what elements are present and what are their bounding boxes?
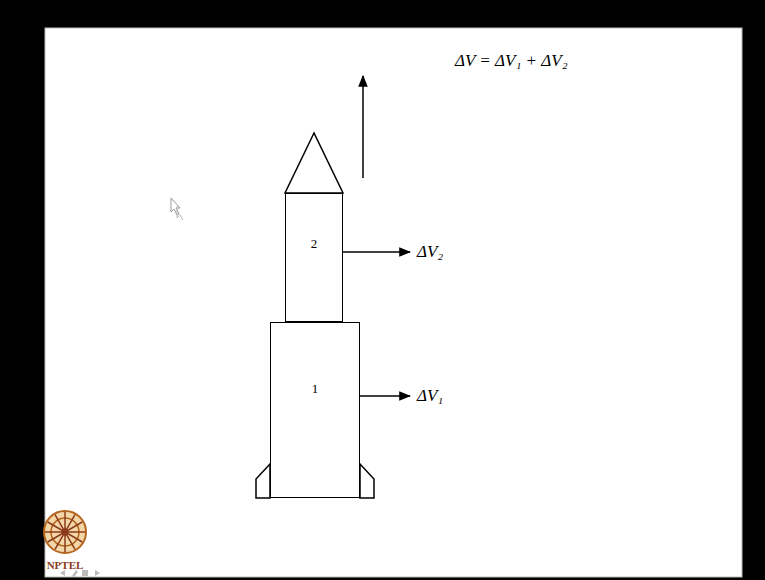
slide-ground bbox=[45, 28, 742, 577]
nose-cone bbox=[285, 133, 343, 193]
stage-number: 1 bbox=[271, 381, 359, 397]
left-fin bbox=[256, 464, 270, 498]
lower-stage: 1 bbox=[270, 322, 360, 498]
nptel-logo bbox=[44, 511, 86, 553]
leader-arrow bbox=[335, 251, 410, 253]
thrust-arrow bbox=[362, 76, 364, 178]
delta-v-label: ΔV₁ bbox=[417, 387, 443, 404]
upper-stage: 2 bbox=[285, 193, 343, 322]
logo-text: NPTEL bbox=[47, 560, 84, 571]
stage-number: 2 bbox=[286, 236, 342, 252]
mouse-cursor bbox=[171, 198, 183, 220]
delta-v-label: ΔV₂ bbox=[417, 243, 443, 260]
right-fin bbox=[360, 464, 374, 498]
equation: ΔV = ΔV₁ + ΔV₂ bbox=[455, 52, 568, 69]
nav-icons bbox=[60, 570, 100, 577]
